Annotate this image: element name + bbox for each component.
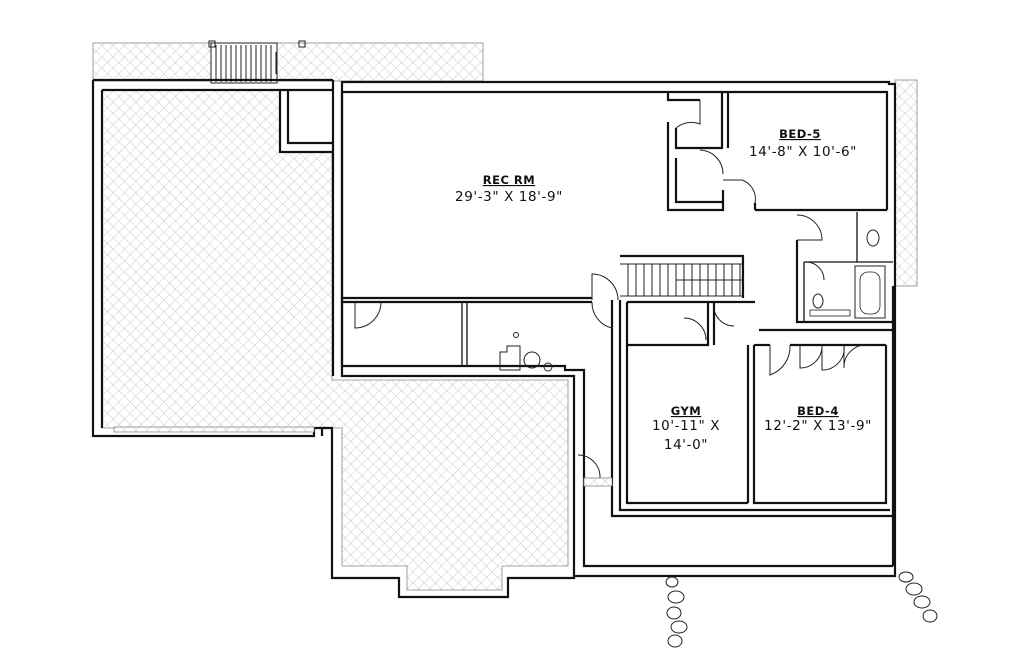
bed-5-dim: 14'-8" X 10'-6" [749, 144, 857, 160]
bed-4-dim: 12'-2" X 13'-9" [764, 418, 872, 434]
bed-5-name: BED-5 [779, 127, 821, 141]
interior-walls [342, 92, 893, 518]
gym-name: GYM [671, 404, 701, 418]
corner-hatch [583, 477, 613, 487]
rec-rm-dim: 29'-3" X 18'-9" [455, 189, 563, 205]
upper-patio [92, 42, 918, 287]
fixtures [499, 229, 886, 372]
unexcavated-area [101, 89, 569, 591]
bed-4-name: BED-4 [797, 404, 839, 418]
gym-dim-line2: 14'-0" [664, 437, 708, 453]
exterior-stair [208, 40, 306, 84]
edge-hatch [113, 426, 315, 433]
door-swings [354, 100, 867, 479]
rec-rm-name: REC RM [483, 173, 535, 187]
gym-dim-line1: 10'-11" X [652, 418, 720, 434]
landscape-rocks [665, 571, 938, 648]
interior-stair [620, 263, 742, 297]
